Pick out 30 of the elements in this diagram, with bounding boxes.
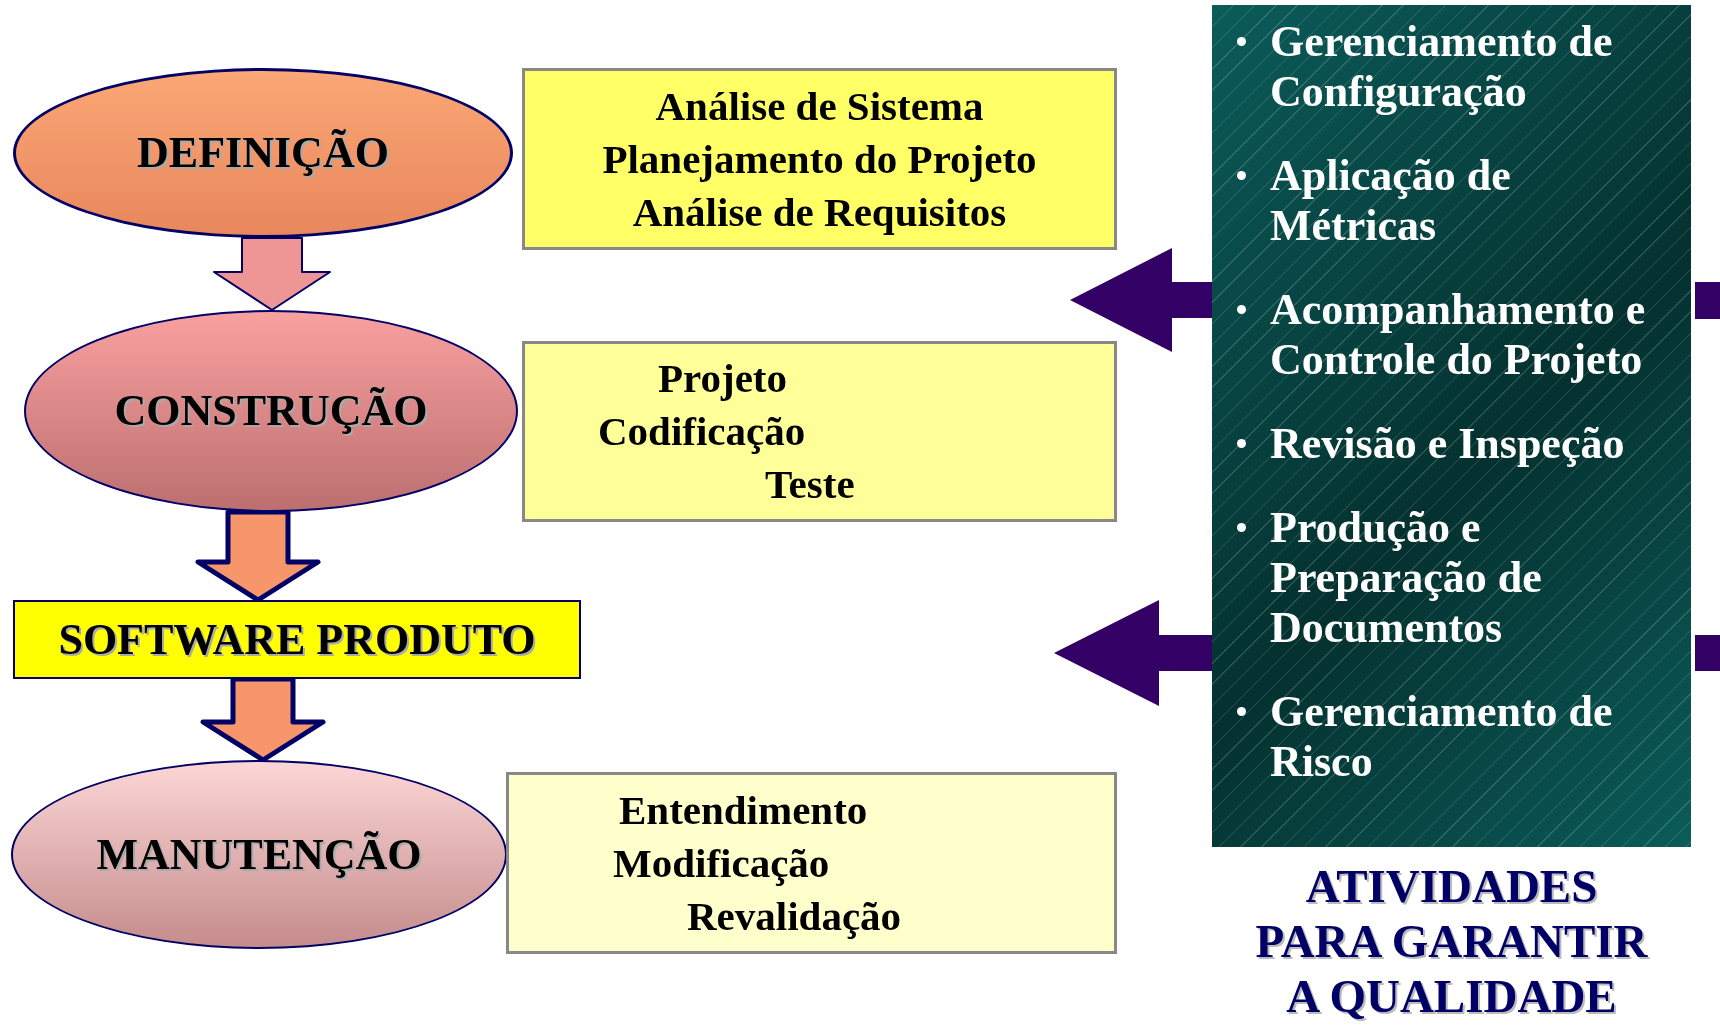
phase-label: MANUTENÇÃO <box>96 828 422 881</box>
activity-item: Aplicação de Métricas <box>1270 151 1512 251</box>
block-arrow <box>200 676 326 763</box>
block-arrow <box>195 509 321 603</box>
phase-label: DEFINIÇÃO <box>137 127 389 179</box>
block-arrow <box>1054 600 1212 706</box>
activity-box <box>506 772 1117 954</box>
block-arrow <box>213 237 331 311</box>
product-box <box>13 600 581 679</box>
activity-item: Revisão e Inspeção <box>1270 419 1625 469</box>
activity-item: Gerenciamento de Risco <box>1270 687 1614 787</box>
activity-item: Acompanhamento e Controle do Projeto <box>1270 285 1647 385</box>
block-arrow <box>1070 248 1212 352</box>
activity-label: Entendimento <box>619 785 868 835</box>
activity-box <box>522 341 1117 522</box>
activity-label: Análise de Sistema <box>655 81 984 131</box>
activity-label: Análise de Requisitos <box>632 187 1007 237</box>
activity-label: Codificação <box>598 407 806 456</box>
phase-label: CONSTRUÇÃO <box>114 385 428 437</box>
activity-label: Modificação <box>613 838 830 888</box>
activity-box <box>522 68 1117 250</box>
phase-label: SOFTWARE PRODUTO <box>58 613 536 666</box>
activity-label: Planejamento do Projeto <box>602 134 1037 184</box>
activity-item: Gerenciamento de Configuração <box>1270 17 1614 117</box>
activity-label: Revalidação <box>687 891 902 941</box>
panel-heading: ATIVIDADES PARA GARANTIR A QUALIDADE <box>1254 859 1649 1024</box>
activities-panel <box>1212 5 1691 847</box>
activity-label: Teste <box>765 460 855 509</box>
activity-item: Produção e Preparação de Documentos <box>1270 503 1543 653</box>
activity-label: Projeto <box>658 354 787 403</box>
